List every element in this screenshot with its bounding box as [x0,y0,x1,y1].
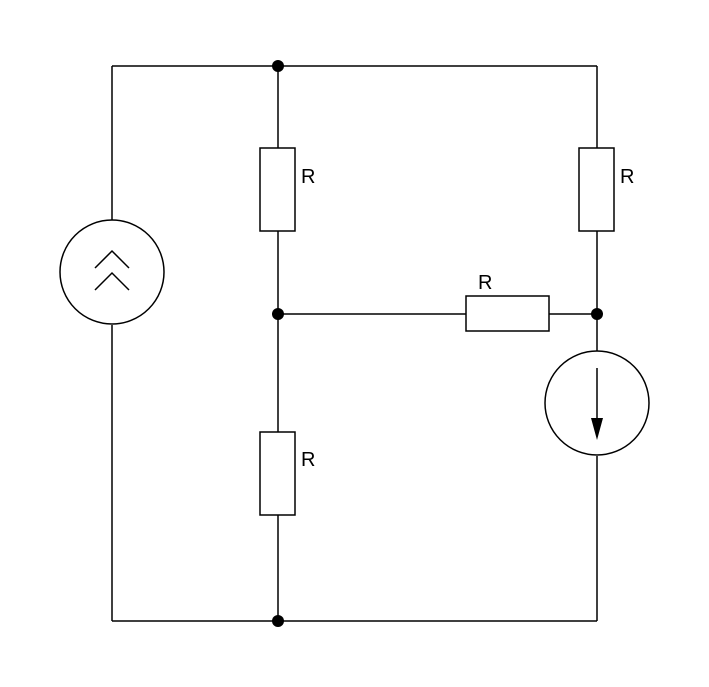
resistor-right-top-body [578,147,615,232]
resistor-left-bottom-body [259,431,296,516]
resistor-middle-label: R [478,272,492,294]
junctions [272,60,603,627]
resistor-left-top-body [259,147,296,232]
voltage-source [59,219,165,325]
middle-right-node [591,308,603,320]
double-chevron-up-icon [94,249,130,291]
resistor-middle: R [465,272,550,332]
wires [111,65,598,622]
top-node [272,60,284,72]
arrow-down-icon [591,368,603,440]
resistor-left-top-label: R [301,166,315,188]
resistor-left-bottom-label: R [301,449,315,471]
middle-left-node [272,308,284,320]
current-source [544,350,650,456]
resistor-right-top-label: R [620,166,634,188]
bottom-node [272,615,284,627]
resistor-right-top: R [578,147,634,232]
resistor-middle-body [465,295,550,332]
resistor-left-top: R [259,147,315,232]
resistor-left-bottom: R [259,431,315,516]
